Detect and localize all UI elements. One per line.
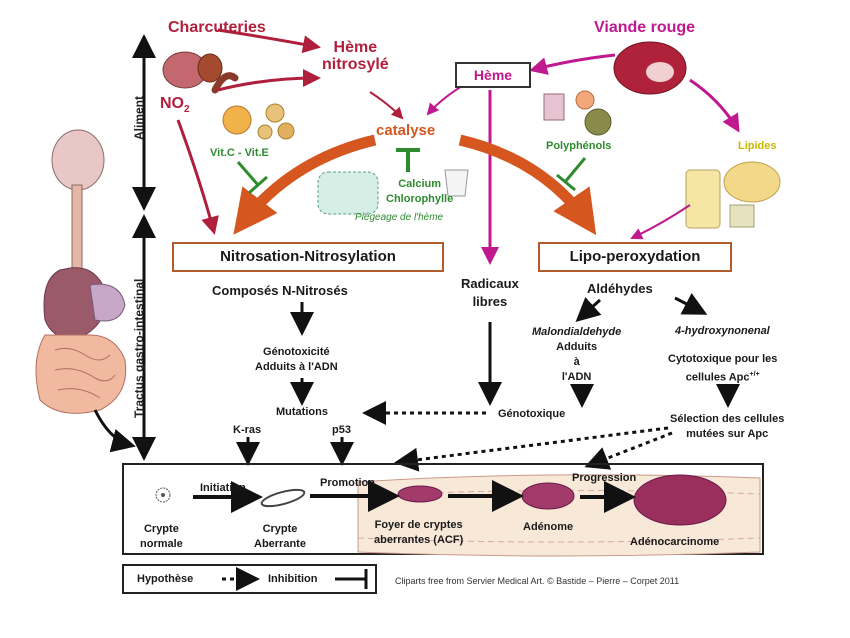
vitc-vite-label: Vit.C - Vit.E	[210, 147, 269, 159]
inhibition-vitc	[236, 161, 268, 195]
dotted-selection-progression	[584, 431, 673, 470]
adenocarcinome-icon	[633, 474, 727, 526]
lipides-image	[685, 161, 781, 229]
inhibition-calcium	[396, 148, 420, 172]
credit-text: Cliparts free from Servier Medical Art. …	[395, 576, 680, 586]
lipides-label: Lipides	[738, 140, 777, 152]
fruits-vitamins-image	[222, 103, 295, 140]
catalyse-label: catalyse	[376, 122, 436, 139]
nitrosation-box: Nitrosation-Nitrosylation	[172, 242, 444, 272]
arrow-lipides-lipo	[630, 204, 691, 240]
viande-rouge-label: Viande rouge	[594, 19, 696, 36]
legend-inhibition-symbol	[335, 569, 368, 589]
crypte-normale-icon	[155, 487, 171, 503]
aldehydes-label: Aldéhydes	[587, 281, 653, 296]
arrow-aldehydes-malon	[575, 297, 602, 323]
hypothese-label: Hypothèse	[137, 573, 194, 585]
arrow-nitrosyl-catalyse	[369, 91, 404, 120]
no2-label: NO2	[160, 95, 190, 116]
dotted-selection-promotion	[394, 426, 669, 472]
promotion-label: Promotion	[320, 477, 375, 489]
lipo-peroxydation-box: Lipo-peroxydation	[538, 242, 732, 272]
arrow-heme-catalyse	[426, 85, 463, 116]
arrow-charcuterie-heme	[217, 28, 321, 54]
legend-box	[122, 564, 377, 594]
inhibition-polyphenols	[556, 157, 587, 192]
cytotoxique-label: Cytotoxique pour les cellules Apc+/+	[668, 353, 778, 384]
adenome-label: Adénome	[523, 521, 574, 533]
red-meat-image	[613, 41, 687, 95]
heme-box: Hème	[455, 62, 531, 88]
charcuteries-label: Charcuteries	[168, 19, 266, 36]
crypte-aberrante-icon	[260, 488, 306, 508]
piegeage-label: Piégeage de l'hème	[355, 212, 444, 223]
composes-label: Composés N-Nitrosés	[212, 283, 348, 298]
polyphenols-image	[543, 90, 612, 136]
p53-label: p53	[332, 424, 351, 436]
arrow-no2-nitrosation	[176, 119, 219, 235]
progression-label: Progression	[572, 472, 637, 484]
arrow-viande-lipides	[689, 78, 740, 133]
charcuterie-image	[162, 51, 239, 94]
initiation-label: Initiation	[200, 482, 246, 494]
polyphenols-label: Polyphénols	[546, 140, 612, 152]
adenome-icon	[521, 482, 575, 510]
acf-icon	[397, 485, 443, 503]
arrow-aldehydes-hydroxy	[674, 293, 708, 315]
digestive-tract-illustration	[35, 129, 136, 453]
adenocarcinome-label: Adénocarcinome	[630, 536, 720, 548]
aliment-label: Aliment	[132, 95, 146, 140]
orange-arrow-left	[233, 134, 377, 235]
genotoxique-label: Génotoxique	[498, 408, 566, 420]
kras-label: K-ras	[233, 424, 262, 436]
orange-arrow-right	[458, 134, 597, 236]
arrow-viande-heme	[529, 53, 616, 75]
hydroxynonenal-label: 4-hydroxynonenal	[675, 325, 770, 337]
mutations-label: Mutations	[276, 406, 328, 418]
vegetables-image	[317, 169, 469, 215]
tractus-label: Tractus gastro-intestinal	[132, 278, 146, 418]
arrow-charcuterie-nitrosyl	[217, 69, 321, 92]
inhibition-label: Inhibition	[268, 573, 318, 585]
